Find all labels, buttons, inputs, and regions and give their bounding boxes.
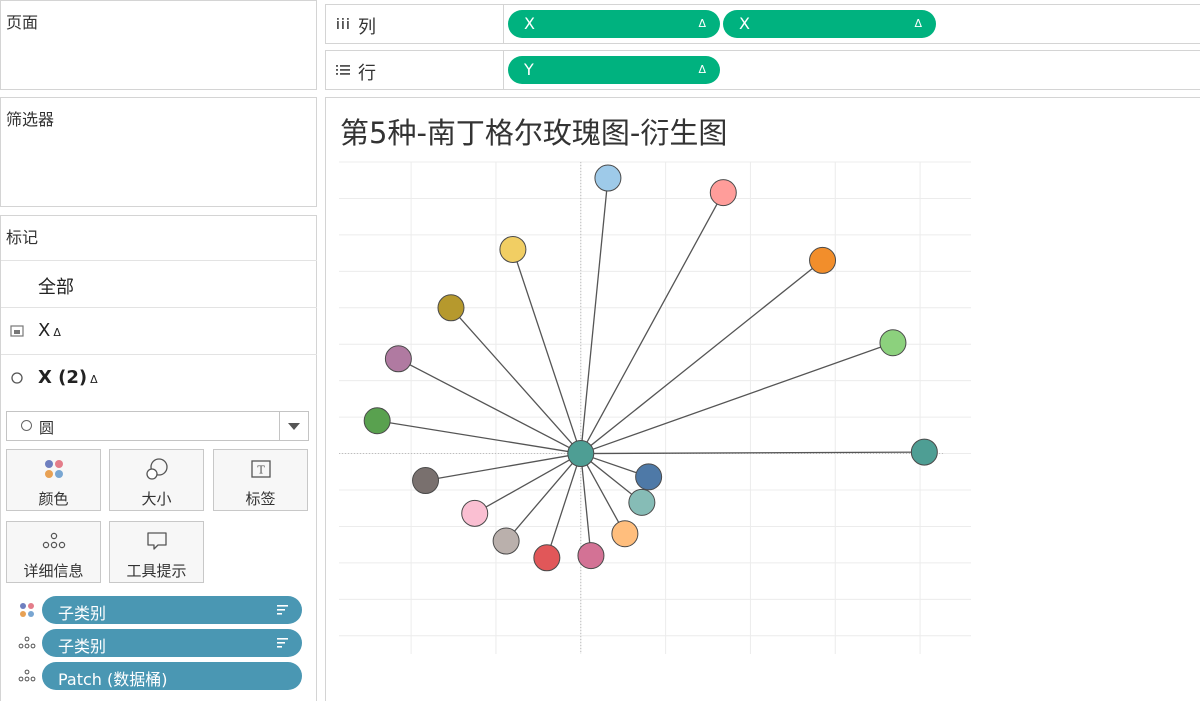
data-point bbox=[384, 345, 412, 373]
columns-icon bbox=[337, 18, 349, 29]
bar-mark-icon bbox=[10, 325, 24, 337]
chevron-down-icon[interactable] bbox=[288, 423, 300, 430]
spoke-line bbox=[580, 342, 894, 455]
mark-type-dropdown[interactable]: 圆 bbox=[6, 411, 309, 441]
size-bubbles-icon bbox=[145, 458, 168, 480]
subcategory-color-pill[interactable]: 子类别 bbox=[42, 596, 302, 624]
spoke-line bbox=[580, 177, 609, 454]
marks-x2-label: X (2)Δ bbox=[38, 367, 98, 388]
spoke-line bbox=[505, 453, 582, 542]
pages-title: 页面 bbox=[6, 13, 39, 32]
column-pill-x[interactable]: X Δ bbox=[508, 10, 720, 38]
rows-icon bbox=[336, 65, 350, 75]
color-button-label: 颜色 bbox=[38, 490, 69, 508]
columns-shelf[interactable]: 列 X Δ X Δ bbox=[325, 4, 1200, 44]
delta-icon: Δ bbox=[90, 373, 98, 386]
detail-button-label: 详细信息 bbox=[23, 562, 84, 580]
data-point bbox=[437, 294, 465, 322]
data-point bbox=[533, 544, 561, 572]
label-button-label: 标签 bbox=[245, 490, 276, 508]
svg-text:T: T bbox=[257, 464, 265, 477]
spoke-line bbox=[580, 451, 925, 455]
data-point bbox=[577, 542, 605, 570]
spoke-line bbox=[425, 452, 581, 482]
spoke-line bbox=[580, 192, 724, 454]
tooltip-bubble-icon bbox=[146, 532, 167, 550]
marks-title: 标记 bbox=[6, 228, 39, 247]
row-pill-y[interactable]: Y Δ bbox=[508, 56, 720, 84]
tooltip-button-label: 工具提示 bbox=[126, 562, 187, 580]
rows-shelf[interactable]: 行 Y Δ bbox=[325, 50, 1200, 90]
data-point bbox=[461, 499, 489, 527]
filters-title: 筛选器 bbox=[6, 110, 55, 129]
delta-icon: Δ bbox=[698, 17, 706, 30]
sort-icon bbox=[277, 605, 288, 615]
spoke-line bbox=[450, 307, 582, 454]
delta-icon: Δ bbox=[914, 17, 922, 30]
data-point bbox=[499, 235, 527, 263]
color-dots-icon bbox=[20, 603, 34, 617]
data-point bbox=[594, 164, 622, 192]
spoke-line bbox=[580, 453, 626, 535]
subcategory-detail-pill[interactable]: 子类别 bbox=[42, 629, 302, 657]
sheet-title: 第5种-南丁格尔玫瑰图-衍生图 bbox=[340, 116, 728, 150]
filters-card[interactable]: 筛选器 bbox=[0, 97, 317, 207]
delta-icon: Δ bbox=[698, 63, 706, 76]
marks-all-label: 全部 bbox=[38, 277, 74, 298]
label-button[interactable]: T 标签 bbox=[213, 449, 308, 511]
spoke-line bbox=[580, 453, 592, 556]
text-label-icon: T bbox=[250, 460, 271, 478]
size-button-label: 大小 bbox=[141, 490, 172, 508]
patch-bin-pill[interactable]: Patch (数据桶) bbox=[42, 662, 302, 690]
data-point bbox=[635, 463, 663, 491]
data-point bbox=[412, 467, 440, 495]
sort-icon bbox=[277, 638, 288, 648]
spoke-line bbox=[474, 452, 582, 514]
center-point bbox=[567, 440, 595, 468]
columns-label: 列 bbox=[358, 17, 376, 38]
detail-dots-icon bbox=[18, 669, 36, 682]
spoke-line bbox=[398, 358, 582, 455]
spoke-line bbox=[580, 259, 823, 455]
data-point bbox=[363, 407, 391, 435]
data-point bbox=[709, 179, 737, 207]
worksheet-view[interactable]: 第5种-南丁格尔玫瑰图-衍生图 bbox=[325, 97, 1200, 701]
column-pill-x2[interactable]: X Δ bbox=[723, 10, 936, 38]
delta-icon: Δ bbox=[53, 326, 61, 339]
data-point bbox=[611, 520, 639, 548]
pages-card[interactable]: 页面 bbox=[0, 0, 317, 90]
spoke-line bbox=[546, 453, 582, 558]
data-point bbox=[910, 438, 938, 466]
mark-type-value: 圆 bbox=[39, 419, 55, 437]
detail-dots-icon bbox=[42, 532, 65, 549]
marks-all-tab[interactable]: 全部 bbox=[1, 260, 317, 307]
detail-dots-icon bbox=[18, 636, 36, 649]
circle-icon bbox=[21, 420, 32, 431]
data-point bbox=[809, 246, 837, 274]
spoke-line bbox=[377, 420, 581, 455]
tooltip-button[interactable]: 工具提示 bbox=[109, 521, 204, 583]
data-point bbox=[879, 329, 907, 357]
color-dots-icon bbox=[44, 460, 63, 478]
circle-mark-icon bbox=[11, 372, 23, 384]
rows-label: 行 bbox=[358, 63, 376, 84]
data-point bbox=[628, 488, 656, 516]
size-button[interactable]: 大小 bbox=[109, 449, 204, 511]
color-button[interactable]: 颜色 bbox=[6, 449, 101, 511]
rose-derivative-chart[interactable] bbox=[326, 98, 1200, 701]
data-point bbox=[492, 527, 520, 555]
marks-x2-tab[interactable]: X (2)Δ bbox=[1, 354, 317, 401]
spoke-line bbox=[512, 249, 582, 454]
detail-button[interactable]: 详细信息 bbox=[6, 521, 101, 583]
